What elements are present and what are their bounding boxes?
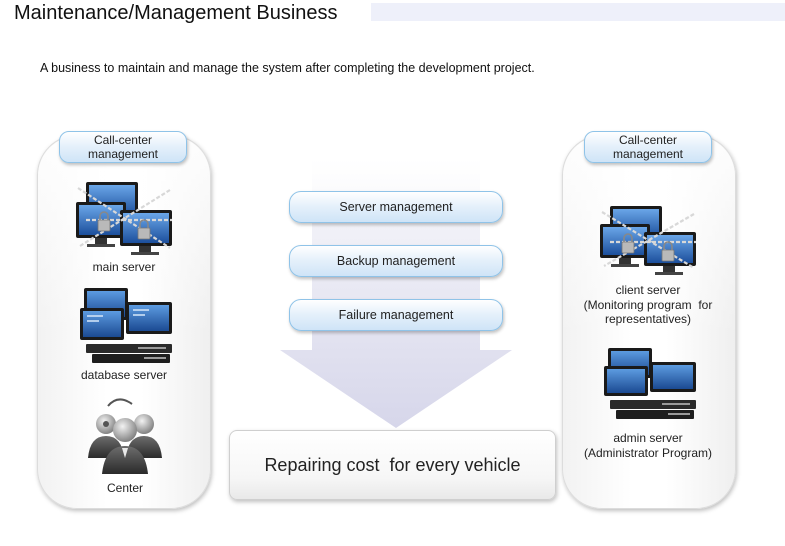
admin-server-label: admin server (Administrator Program) xyxy=(583,431,713,460)
server-rack-icon xyxy=(602,346,700,427)
repairing-cost-box: Repairing cost for every vehicle xyxy=(229,430,556,500)
client-server-label: client server (Monitoring program for re… xyxy=(583,283,713,326)
locked-monitors-icon xyxy=(600,204,698,285)
page-title: Maintenance/Management Business xyxy=(14,2,338,24)
main-server-label: main server xyxy=(92,260,156,274)
left-callcenter-heading: Call-center management xyxy=(59,131,187,163)
people-group-icon xyxy=(86,396,164,481)
server-management-box: Server management xyxy=(289,191,503,223)
right-panel xyxy=(562,135,736,509)
right-callcenter-heading: Call-center management xyxy=(584,131,712,163)
page-subtitle: A business to maintain and manage the sy… xyxy=(40,61,535,75)
failure-management-box: Failure management xyxy=(289,299,503,331)
left-heading-text: Call-center management xyxy=(87,133,159,161)
database-server-label: database server xyxy=(80,368,168,382)
server-rack-icon xyxy=(78,286,176,371)
backup-management-box: Backup management xyxy=(289,245,503,277)
locked-monitors-icon xyxy=(76,180,174,265)
right-heading-text: Call-center management xyxy=(612,133,684,161)
title-underline-bar xyxy=(371,3,785,21)
center-label: Center xyxy=(106,481,144,495)
